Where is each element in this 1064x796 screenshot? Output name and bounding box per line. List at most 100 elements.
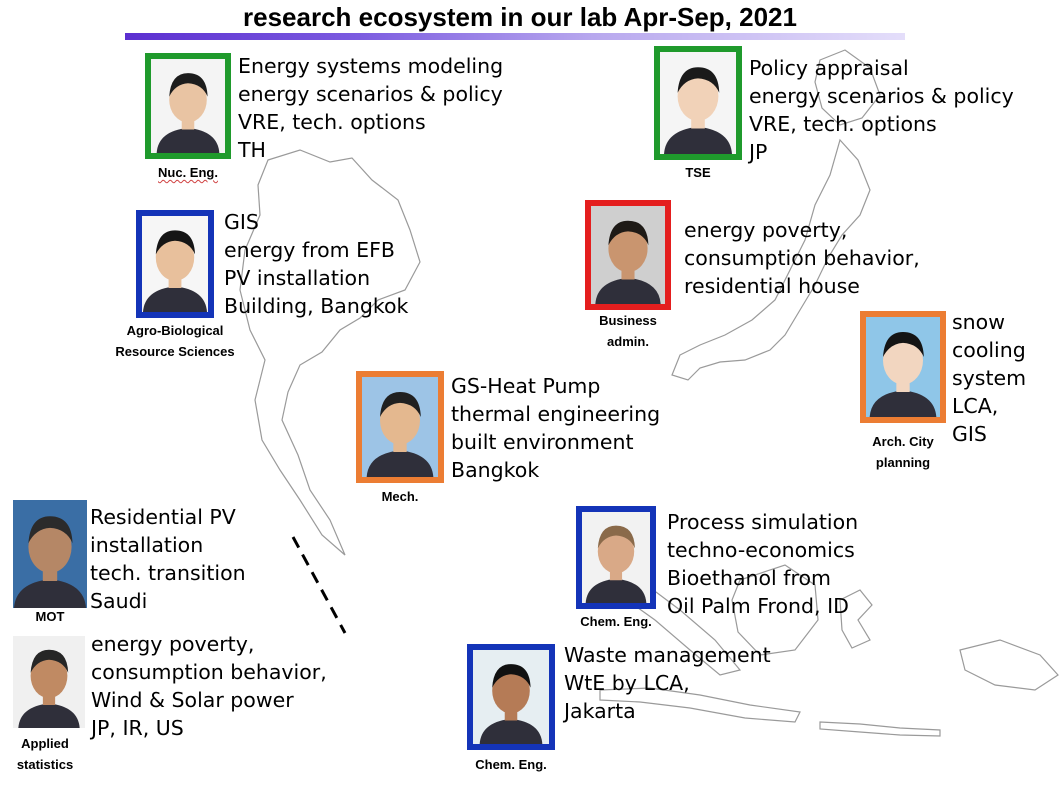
topic-line: Bangkok: [451, 458, 540, 482]
field-line: planning: [875, 455, 931, 470]
topic-line: GS-Heat Pump: [451, 374, 601, 398]
topic-line: energy poverty,: [684, 218, 848, 242]
field-line: MOT: [35, 609, 65, 624]
member-field-7: MOT: [10, 606, 90, 627]
member-photo-7: [13, 500, 87, 608]
topic-line: TH: [238, 138, 266, 162]
member-field-3: Agro-Biological Resource Sciences: [100, 320, 250, 362]
japan-outline: [671, 138, 871, 381]
field-line: Nuc. Eng.: [158, 165, 218, 180]
person-avatar-icon: [591, 206, 665, 304]
topic-line: Wind & Solar power: [91, 688, 294, 712]
topic-line: Saudi: [90, 589, 148, 613]
person-avatar-icon: [13, 636, 85, 728]
person-avatar-icon: [362, 377, 438, 477]
member-field-10: Chem. Eng.: [466, 754, 556, 775]
topic-line: consumption behavior,: [684, 246, 920, 270]
member-photo-5: [860, 311, 946, 423]
topic-line: GIS: [224, 210, 259, 234]
member-photo-8: [13, 636, 85, 728]
topic-line: Waste management: [564, 643, 771, 667]
topic-line: thermal engineering: [451, 402, 661, 426]
field-line: statistics: [16, 757, 74, 772]
member-field-1: Nuc. Eng.: [150, 162, 226, 183]
topic-line: VRE, tech. options: [749, 112, 937, 136]
topic-line: WtE by LCA,: [564, 671, 690, 695]
member-topics-3: GIS energy from EFB PV installation Buil…: [224, 208, 408, 320]
member-photo-10: [467, 644, 555, 750]
topic-line: consumption behavior,: [91, 660, 327, 684]
member-topics-1: Energy systems modeling energy scenarios…: [238, 52, 503, 164]
member-field-2: TSE: [658, 162, 738, 183]
field-line: Mech.: [381, 489, 419, 504]
field-line: TSE: [685, 165, 711, 180]
topic-line: cooling: [952, 338, 1026, 362]
member-field-5: Arch. City planning: [853, 431, 953, 473]
member-topics-8: energy poverty, consumption behavior, Wi…: [91, 630, 327, 742]
topic-line: JP: [749, 140, 768, 164]
page-title: research ecosystem in our lab Apr-Sep, 2…: [243, 2, 797, 32]
member-topics-7: Residential PV installation tech. transi…: [90, 503, 246, 615]
person-avatar-icon: [582, 512, 650, 603]
topic-line: energy scenarios & policy: [238, 82, 503, 106]
topic-line: Building, Bangkok: [224, 294, 409, 318]
topic-line: built environment: [451, 430, 634, 454]
topic-line: Process simulation: [667, 510, 859, 534]
member-topics-9: Process simulation techno-economics Bioe…: [667, 508, 858, 620]
member-photo-1: [145, 53, 231, 159]
topic-line: GIS: [952, 422, 987, 446]
member-field-8: Applied statistics: [2, 733, 88, 775]
topic-line: residential house: [684, 274, 860, 298]
member-photo-4: [585, 200, 671, 310]
topic-line: snow: [952, 310, 1005, 334]
field-line: Arch. City: [872, 434, 934, 449]
member-field-4: Business admin.: [578, 310, 678, 352]
field-line: Resource Sciences: [115, 344, 235, 359]
person-avatar-icon: [13, 500, 87, 608]
topic-line: Policy appraisal: [749, 56, 909, 80]
person-avatar-icon: [142, 216, 208, 312]
member-topics-10: Waste management WtE by LCA, Jakarta: [564, 641, 771, 725]
member-topics-2: Policy appraisal energy scenarios & poli…: [749, 54, 1014, 166]
thailand-outline: [239, 149, 421, 556]
member-photo-2: [654, 46, 742, 160]
topic-line: energy scenarios & policy: [749, 84, 1014, 108]
topic-line: tech. transition: [90, 561, 246, 585]
topic-line: system: [952, 366, 1027, 390]
member-field-9: Chem. Eng.: [571, 611, 661, 632]
topic-line: VRE, tech. options: [238, 110, 426, 134]
topic-line: PV installation: [224, 266, 371, 290]
member-topics-6: GS-Heat Pump thermal engineering built e…: [451, 372, 660, 484]
java-outline: [599, 687, 801, 723]
member-photo-3: [136, 210, 214, 318]
field-line: Agro-Biological: [126, 323, 224, 338]
person-avatar-icon: [151, 59, 225, 153]
topic-line: installation: [90, 533, 204, 557]
field-line: Business: [599, 313, 657, 328]
field-line: Chem. Eng.: [475, 757, 547, 772]
person-avatar-icon: [660, 52, 736, 154]
field-line: Applied: [21, 736, 69, 751]
lesser-sunda-outline: [819, 721, 941, 737]
title-underline: [125, 33, 905, 40]
member-topics-4: energy poverty, consumption behavior, re…: [684, 216, 920, 300]
topic-line: Residential PV: [90, 505, 236, 529]
topic-line: Jakarta: [564, 699, 636, 723]
topic-line: LCA,: [952, 394, 999, 418]
field-line: admin.: [607, 334, 649, 349]
member-photo-9: [576, 506, 656, 609]
person-avatar-icon: [866, 317, 940, 417]
topic-line: JP, IR, US: [91, 716, 184, 740]
papua-outline: [959, 639, 1059, 691]
topic-line: energy poverty,: [91, 632, 255, 656]
member-topics-5: snow cooling system LCA, GIS: [952, 308, 1026, 448]
hokkaido-outline: [814, 49, 881, 126]
topic-line: Energy systems modeling: [238, 54, 504, 78]
topic-line: Bioethanol from: [667, 566, 831, 590]
member-photo-6: [356, 371, 444, 483]
borneo-outline: [731, 564, 819, 656]
sulawesi-outline: [839, 589, 873, 649]
field-line: Chem. Eng.: [580, 614, 652, 629]
